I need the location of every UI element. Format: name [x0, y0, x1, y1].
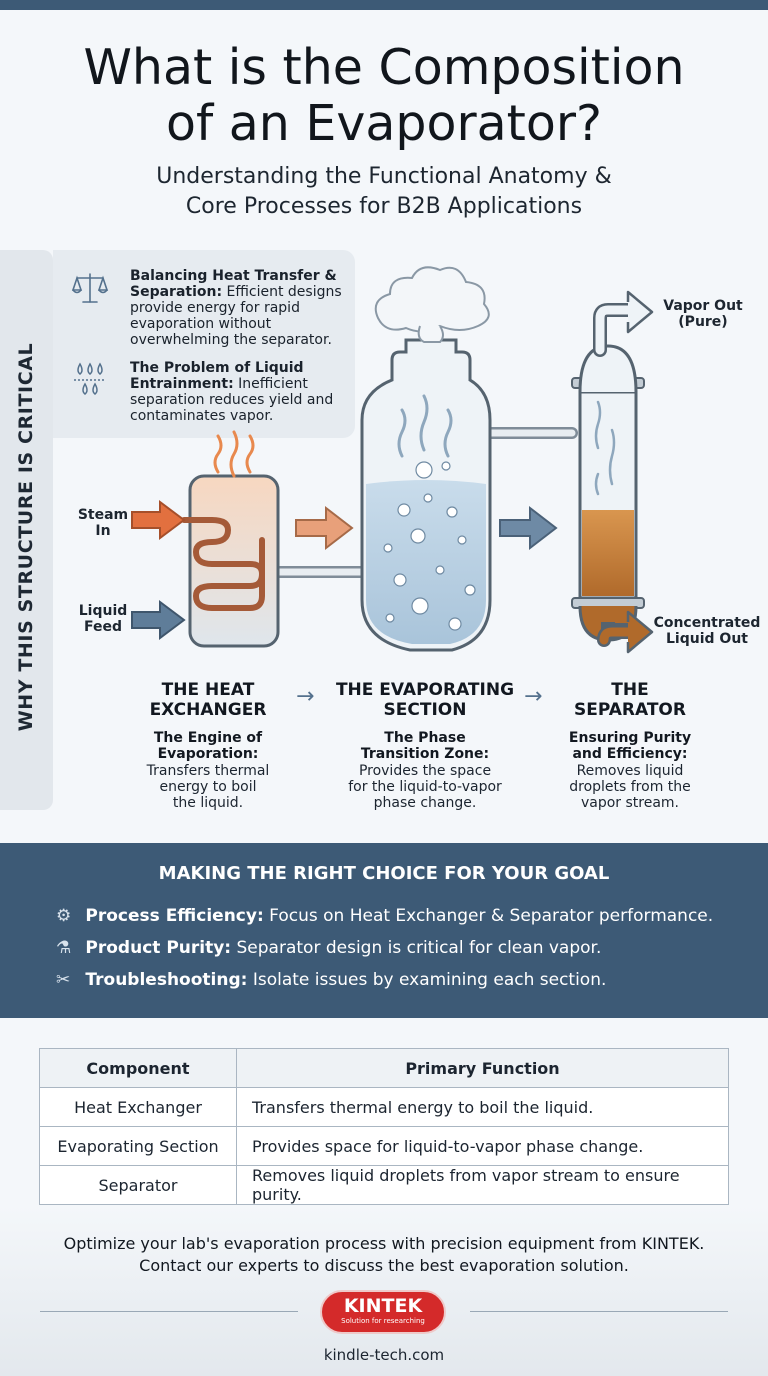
- choice-item-text: Separator design is critical for clean v…: [236, 938, 602, 958]
- call-to-action-text: Optimize your lab's evaporation process …: [63, 1234, 705, 1275]
- concentrated-out-arrow: [597, 610, 654, 654]
- heat-exchanger: [181, 474, 280, 648]
- choice-item-text: Isolate issues by examining each section…: [252, 970, 607, 990]
- critical-item-text: Efficient designs provide energy for rap…: [130, 284, 342, 348]
- evaporator-diagram: [131, 266, 654, 654]
- choice-item-process-efficiency: ⚙ Process Efficiency: Focus on Heat Exch…: [56, 905, 756, 927]
- component-desc-separator: Removes liquid droplets from the vapor s…: [569, 763, 691, 811]
- critical-item-balancing: Balancing Heat Transfer & Separation: Ef…: [130, 268, 345, 348]
- table-cell-function: Provides space for liquid-to-vapor phase…: [236, 1126, 729, 1166]
- table-cell-component: Heat Exchanger: [39, 1087, 237, 1127]
- bubbles: [383, 461, 476, 631]
- footer-divider-left: [40, 1311, 298, 1312]
- flow-arrow-icon: →: [296, 684, 315, 709]
- critical-item-title: The Problem of Liquid Entrainment:: [130, 360, 304, 392]
- table-header-row: Component Primary Function: [39, 1048, 729, 1088]
- table-row: Separator Removes liquid droplets from v…: [39, 1165, 729, 1205]
- component-title-evaporating-section: THE EVAPORATING SECTION: [335, 680, 515, 720]
- gear-icon: ⚙: [56, 906, 72, 926]
- website-link[interactable]: kindle-tech.com: [323, 1346, 445, 1364]
- table-cell-component: Separator: [39, 1165, 237, 1205]
- vapor-out-label: Vapor Out (Pure): [663, 298, 743, 330]
- component-desc-heat-exchanger: Transfers thermal energy to boil the liq…: [146, 763, 270, 811]
- flask-icon: ⚗: [56, 938, 72, 958]
- flow-arrow-icon: →: [524, 684, 543, 709]
- table-cell-component: Evaporating Section: [39, 1126, 237, 1166]
- tools-icon: ✂: [56, 970, 71, 990]
- critical-item-text: Inefficient separation reduces yield and…: [130, 376, 334, 424]
- choice-item-product-purity: ⚗ Product Purity: Separator design is cr…: [56, 937, 756, 959]
- table-header-primary-function: Primary Function: [236, 1048, 729, 1088]
- choice-item-label: Product Purity:: [85, 938, 232, 958]
- steam-in-arrow: [131, 500, 186, 540]
- concentrated-out-label: Concentrated Liquid Out: [653, 615, 761, 647]
- choice-item-troubleshooting: ✂ Troubleshooting: Isolate issues by exa…: [56, 969, 756, 991]
- choice-item-label: Troubleshooting:: [85, 970, 248, 990]
- component-subtitle-separator: Ensuring Purity and Efficiency:: [568, 730, 692, 762]
- table-header-component: Component: [39, 1048, 237, 1088]
- logo-tagline: Solution for researching: [341, 1317, 425, 1325]
- liquid-feed-arrow: [131, 600, 186, 640]
- table-row: Evaporating Section Provides space for l…: [39, 1126, 729, 1166]
- balance-scale-icon: [71, 273, 109, 303]
- component-subtitle-evaporating-section: The Phase Transition Zone:: [360, 730, 490, 762]
- heat-waves-icon: [213, 430, 255, 478]
- separator-vapor-swirls: [594, 400, 616, 496]
- critical-item-title: Balancing Heat Transfer & Separation:: [130, 268, 337, 300]
- choice-item-text: Focus on Heat Exchanger & Separator perf…: [269, 906, 714, 926]
- component-function-table: Component Primary Function Heat Exchange…: [39, 1048, 729, 1205]
- steam-in-label: Steam In: [77, 507, 129, 539]
- vapor-swirls: [397, 394, 453, 458]
- vapor-out-arrow: [593, 290, 654, 357]
- choice-item-label: Process Efficiency:: [85, 906, 264, 926]
- page-subtitle: Understanding the Functional Anatomy & C…: [156, 164, 612, 219]
- top-accent-bar: [0, 0, 768, 10]
- water-drops-icon: [74, 362, 106, 395]
- liquid-feed-label: Liquid Feed: [78, 603, 128, 635]
- table-cell-function: Removes liquid droplets from vapor strea…: [236, 1165, 729, 1205]
- vapor-cloud: [374, 266, 490, 343]
- table-cell-function: Transfers thermal energy to boil the liq…: [236, 1087, 729, 1127]
- component-subtitle-heat-exchanger: The Engine of Evaporation:: [153, 730, 263, 762]
- logo-name: KINTEK: [343, 1295, 423, 1317]
- flow-arrow-evap-to-sep: [499, 505, 558, 551]
- separator-column: [571, 344, 645, 642]
- component-desc-evaporating-section: Provides the space for the liquid-to-vap…: [348, 763, 502, 811]
- component-title-separator: THE SEPARATOR: [574, 680, 686, 720]
- choice-section: MAKING THE RIGHT CHOICE FOR YOUR GOAL ⚙ …: [0, 843, 768, 1018]
- component-title-heat-exchanger: THE HEAT EXCHANGER: [149, 680, 267, 720]
- flow-arrow-hx-to-evap: [295, 505, 354, 551]
- critical-item-entrainment: The Problem of Liquid Entrainment: Ineff…: [130, 360, 345, 424]
- sidebar-panel: [0, 250, 53, 810]
- choice-title: MAKING THE RIGHT CHOICE FOR YOUR GOAL: [158, 863, 610, 884]
- page-title: What is the Composition of an Evaporator…: [83, 39, 685, 152]
- footer-divider-right: [470, 1311, 728, 1312]
- table-row: Heat Exchanger Transfers thermal energy …: [39, 1087, 729, 1127]
- kintek-logo[interactable]: KINTEK Solution for researching: [320, 1290, 446, 1334]
